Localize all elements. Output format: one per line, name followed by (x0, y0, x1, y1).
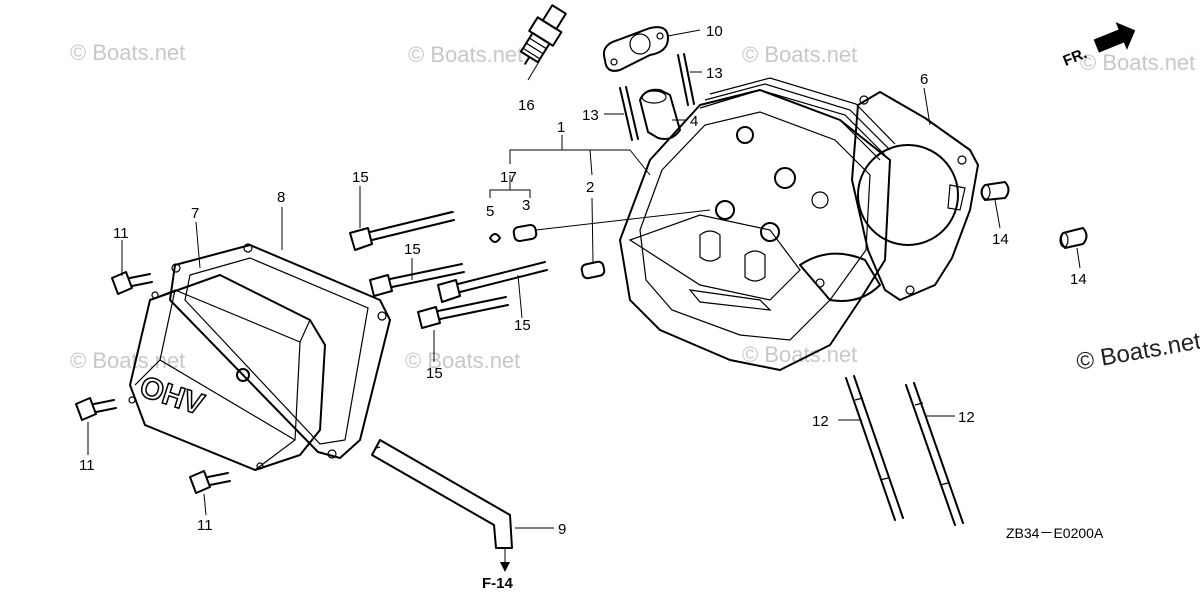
head-gasket (851, 91, 979, 301)
flange-bolt (437, 261, 548, 303)
intake-gasket (602, 26, 669, 72)
push-rod (905, 382, 964, 526)
head-cover-gasket (169, 243, 391, 459)
cylinder-head (619, 77, 896, 371)
clip-5 (489, 233, 501, 243)
callout-13: 13 (582, 107, 599, 124)
callout-14: 14 (992, 231, 1009, 248)
cover-bolt (111, 271, 153, 295)
callout-4: 4 (690, 113, 698, 130)
watermark: © Boats.net (405, 348, 520, 373)
cover-text: OHV (136, 370, 208, 421)
flange-bolt (369, 263, 465, 297)
spark-plug (519, 4, 567, 65)
callout-9: 9 (558, 521, 566, 538)
callout-15: 15 (352, 169, 369, 186)
diagram-code: ZB34－E0200A (1006, 525, 1104, 541)
callout-11: 11 (79, 457, 95, 474)
copyright-notice: © Boats.net (1074, 327, 1200, 375)
flange-bolt (349, 211, 455, 251)
callout-7: 7 (191, 205, 199, 222)
callout-1: 1 (557, 119, 565, 136)
callout-15: 15 (404, 241, 421, 258)
dowel-2 (580, 260, 606, 280)
reference-label: F-14 (482, 575, 514, 592)
intake-insulator (639, 88, 681, 140)
callout-10: 10 (706, 23, 723, 40)
callout-15: 15 (426, 365, 443, 382)
cover-bolt (75, 397, 117, 421)
watermark: © Boats.net (408, 42, 523, 67)
valve-guide-3 (512, 223, 538, 243)
breather-tube (371, 439, 513, 549)
callout-17: 17 (500, 169, 517, 186)
watermark: © Boats.net (1080, 50, 1195, 75)
callout-3: 3 (522, 197, 530, 214)
flange-bolt (417, 296, 509, 329)
watermark: © Boats.net (742, 42, 857, 67)
callout-14: 14 (1070, 271, 1087, 288)
callout-5: 5 (486, 203, 494, 220)
stud-bolt (677, 53, 695, 106)
stud-bolt (619, 86, 639, 141)
leader-lines (87, 29, 1081, 572)
callout-12: 12 (812, 413, 829, 430)
callout-13: 13 (706, 65, 723, 82)
callout-16: 16 (518, 97, 535, 114)
callout-15: 15 (514, 317, 531, 334)
cover-bolt (189, 470, 231, 494)
callout-12: 12 (958, 409, 975, 426)
dowel-pin (980, 181, 1010, 201)
push-rod (845, 375, 904, 521)
callout-2: 2 (586, 179, 594, 196)
callout-numbers: 10 13 13 4 16 1 17 2 5 3 6 14 14 8 7 11 … (79, 23, 1087, 538)
callout-11: 11 (113, 225, 129, 242)
callout-8: 8 (277, 189, 285, 206)
callout-11: 11 (197, 517, 213, 534)
watermark: © Boats.net (70, 40, 185, 65)
watermark: © Boats.net (742, 342, 857, 367)
callout-6: 6 (920, 71, 928, 88)
watermark: © Boats.net (70, 348, 185, 373)
dowel-pin (1059, 227, 1088, 249)
